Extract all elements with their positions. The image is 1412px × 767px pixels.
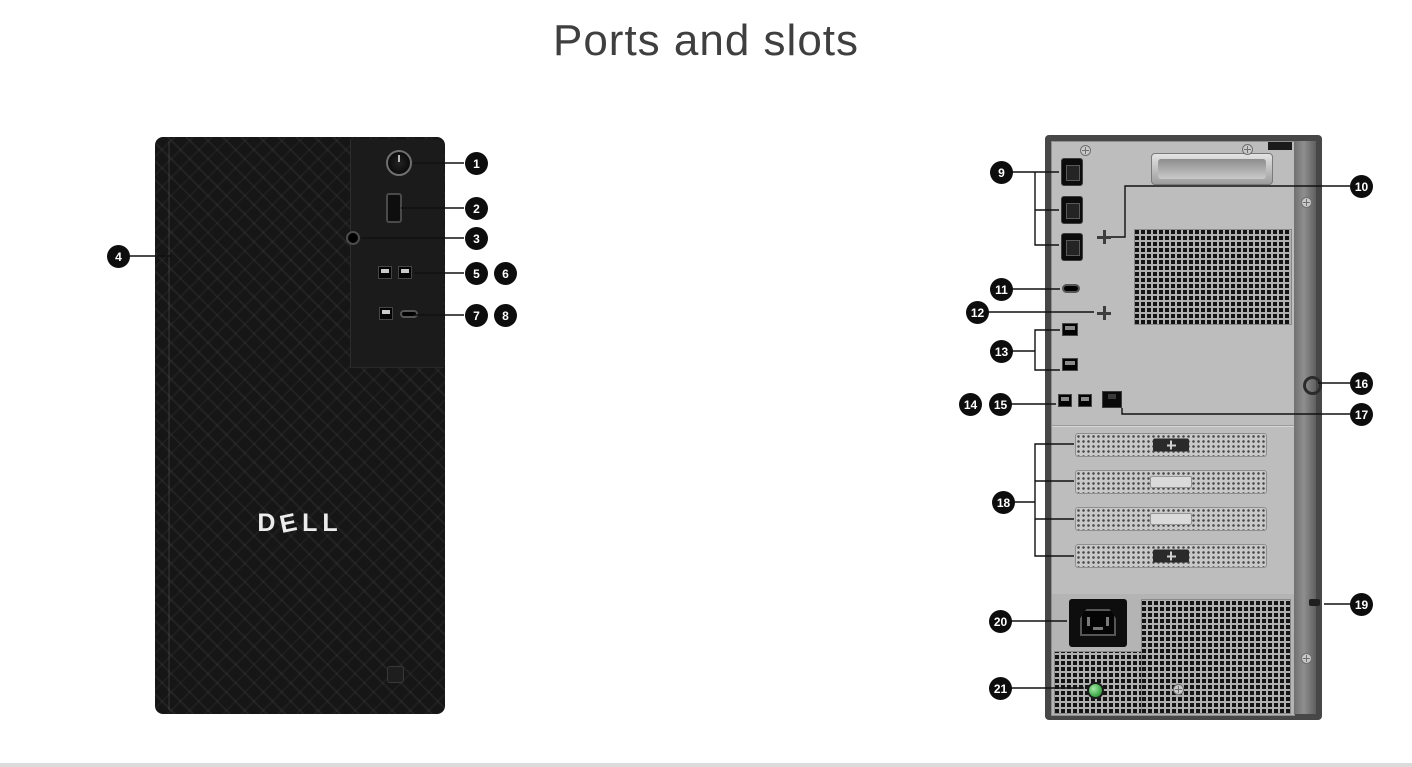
- headset-jack: [346, 231, 360, 245]
- ethernet-port: [1102, 391, 1122, 408]
- thumbscrew: [1301, 653, 1312, 664]
- padlock-ring: [1303, 376, 1322, 395]
- diagram-title: Ports and slots: [552, 16, 860, 65]
- front-bezel-edge: [168, 141, 170, 710]
- rear-usb-a-port-4: [1078, 394, 1092, 407]
- expansion-slot-blank: [1150, 476, 1192, 488]
- rear-usb-c-port: [1062, 284, 1080, 293]
- power-supply-area: [1052, 594, 1294, 715]
- side-panel-edge: [1294, 141, 1316, 714]
- psu-vent-grid-right: [1141, 599, 1291, 714]
- rear-vent-grid: [1134, 229, 1292, 325]
- dell-logo-letter-l2: L: [322, 508, 343, 537]
- callout-9: 9: [990, 161, 1013, 184]
- dell-logo-letter-e: E: [277, 506, 305, 539]
- callout-12: 12: [966, 301, 989, 324]
- front-port-panel: [350, 139, 444, 368]
- c14-inlet: [1080, 609, 1116, 636]
- screw: [1242, 144, 1253, 155]
- front-usb-a-port-1: [378, 266, 392, 279]
- inlet-pin: [1106, 617, 1109, 626]
- callout-14: 14: [959, 393, 982, 416]
- displayport-1: [1061, 158, 1083, 186]
- rear-usb-a-port-2: [1062, 358, 1078, 371]
- back-tower-view: [1045, 135, 1322, 720]
- expansion-slot-3: [1075, 507, 1267, 531]
- callout-11: 11: [990, 278, 1013, 301]
- front-usb-a-port-2: [398, 266, 412, 279]
- power-button-icon: [386, 150, 412, 176]
- rear-usb-a-port-1: [1062, 323, 1078, 336]
- expansion-slot-2: [1075, 470, 1267, 494]
- callout-19: 19: [1350, 593, 1373, 616]
- screw: [1173, 684, 1184, 695]
- expansion-slot-1: [1075, 433, 1267, 457]
- dell-logo-letter-d: D: [257, 508, 281, 537]
- panel-seam: [1052, 425, 1294, 427]
- rear-usb-a-port-3: [1058, 394, 1072, 407]
- callout-4: 4: [107, 245, 130, 268]
- chassis-tab: [1268, 142, 1292, 150]
- power-connector-port: [1069, 599, 1127, 647]
- page-bottom-edge: [0, 763, 1412, 767]
- callout-8: 8: [494, 304, 517, 327]
- back-panel: [1051, 141, 1295, 716]
- thumbscrew: [1301, 197, 1312, 208]
- chassis-handle-recess: [1158, 159, 1266, 179]
- callout-7: 7: [465, 304, 488, 327]
- optional-port-1-plus-icon: [1097, 230, 1111, 244]
- callout-10: 10: [1350, 175, 1373, 198]
- callout-5: 5: [465, 262, 488, 285]
- inlet-pin: [1093, 627, 1103, 630]
- callout-13: 13: [990, 340, 1013, 363]
- front-badge: [387, 666, 404, 683]
- expansion-slot-connector: [1153, 438, 1189, 452]
- callout-6: 6: [494, 262, 517, 285]
- callout-3: 3: [465, 227, 488, 250]
- callout-1: 1: [465, 152, 488, 175]
- psu-diagnostic-led: [1087, 682, 1104, 699]
- expansion-slot-blank: [1150, 513, 1192, 525]
- callout-16: 16: [1350, 372, 1373, 395]
- security-cable-slot: [1309, 599, 1320, 606]
- screw: [1080, 145, 1091, 156]
- front-usb-c-port: [400, 310, 418, 318]
- expansion-slot-connector: [1153, 549, 1189, 563]
- callout-18: 18: [992, 491, 1015, 514]
- chassis-handle: [1151, 153, 1273, 185]
- displayport-3: [1061, 233, 1083, 261]
- expansion-slot-4: [1075, 544, 1267, 568]
- inlet-pin: [1087, 617, 1090, 626]
- dell-logo-letter-l1: L: [302, 508, 323, 537]
- front-usb-a-port-3: [379, 307, 393, 320]
- callout-17: 17: [1350, 403, 1373, 426]
- callout-2: 2: [465, 197, 488, 220]
- callout-15: 15: [989, 393, 1012, 416]
- optional-port-2-plus-icon: [1097, 306, 1111, 320]
- callout-21: 21: [989, 677, 1012, 700]
- displayport-2: [1061, 196, 1083, 224]
- callout-20: 20: [989, 610, 1012, 633]
- sd-card-slot: [386, 193, 402, 223]
